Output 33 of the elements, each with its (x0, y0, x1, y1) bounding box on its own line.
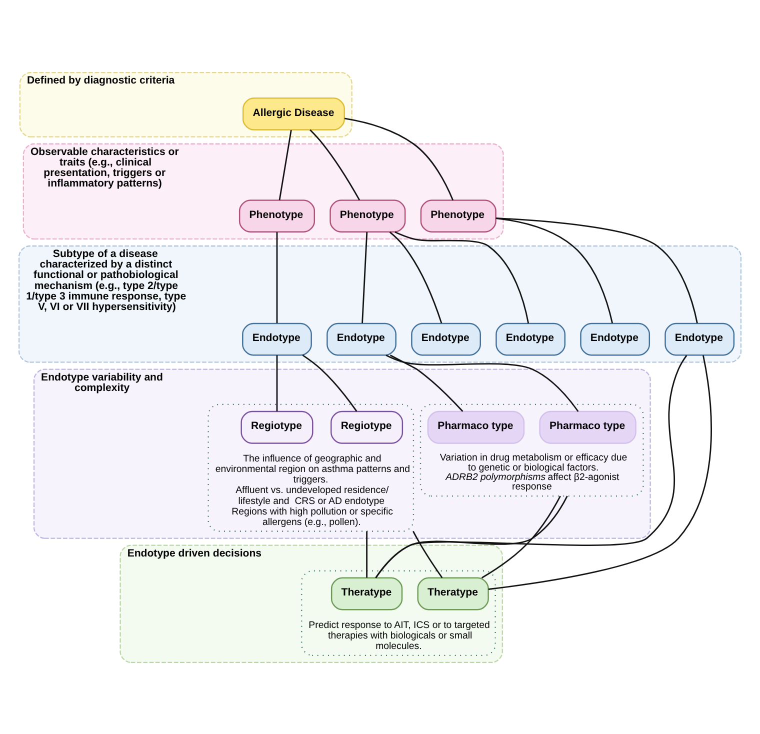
node-box: Pharmaco type (539, 410, 636, 444)
node-box: Endotype (326, 322, 396, 356)
node-box: Endotype (580, 322, 650, 356)
node-box: Allergic Disease (242, 96, 345, 130)
connector (496, 217, 614, 323)
connector (366, 530, 368, 578)
node-box: Phenotype (420, 199, 496, 232)
connector (386, 354, 579, 412)
node-box: Endotype (411, 322, 481, 356)
connector (278, 129, 292, 200)
node-box: Theratype (417, 576, 489, 610)
connector (344, 117, 454, 200)
connector (276, 354, 278, 411)
node-box: Regiotype (330, 410, 404, 444)
connector (375, 495, 568, 578)
connector (496, 217, 698, 323)
node-box: Endotype (242, 322, 312, 356)
connector (394, 230, 530, 323)
connector (390, 354, 464, 412)
connector (488, 354, 712, 590)
node-box: Pharmaco type (427, 410, 525, 444)
node-box: Phenotype (330, 199, 406, 232)
connector (389, 231, 442, 323)
node-box: Endotype (496, 322, 566, 356)
node-box: Endotype (664, 322, 735, 356)
connector (362, 232, 368, 323)
connector (481, 495, 561, 578)
connector (375, 354, 688, 578)
node-box: Phenotype (238, 199, 316, 232)
connector (310, 128, 360, 200)
node-box: Regiotype (240, 410, 314, 444)
connector (276, 232, 278, 323)
node-box: Theratype (330, 576, 403, 610)
